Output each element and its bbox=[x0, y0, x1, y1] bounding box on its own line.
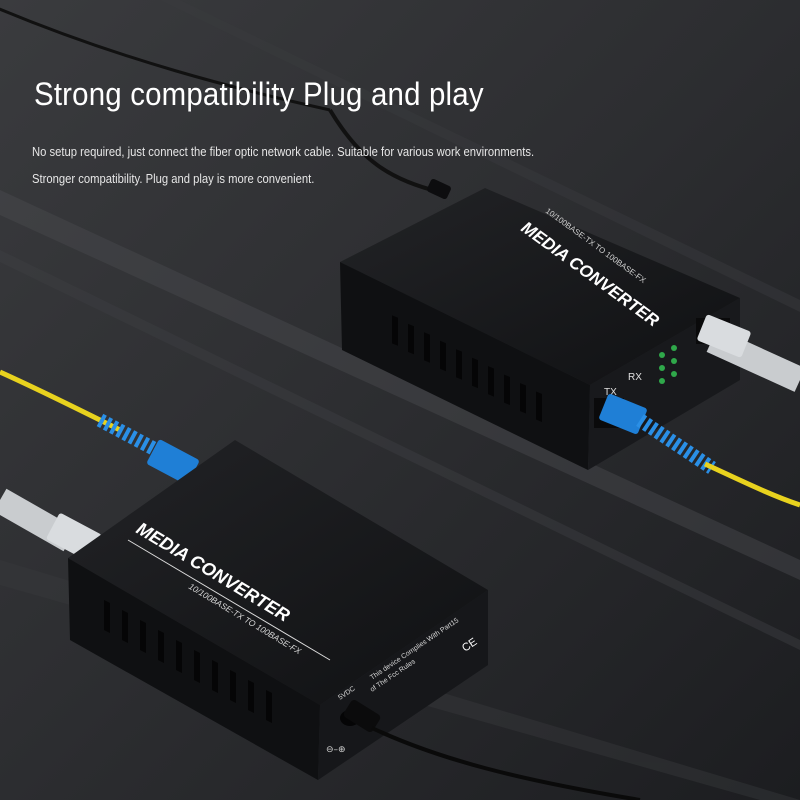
front-vents bbox=[104, 600, 272, 723]
back-rx-label: RX bbox=[628, 372, 642, 383]
back-fiber-cable bbox=[703, 461, 800, 508]
front-sc-boot bbox=[96, 413, 164, 459]
media-converter-front: MEDIA CONVERTER 10/100BASE-TX TO 100BASE… bbox=[68, 440, 641, 800]
front-power-plug bbox=[343, 700, 381, 732]
front-label-underline bbox=[127, 539, 331, 661]
description-line-1: No setup required, just connect the fibe… bbox=[32, 145, 535, 159]
back-tx-label: TX bbox=[604, 387, 617, 398]
media-converter-back: MEDIA CONVERTER 10/100BASE-TX TO 100BASE… bbox=[328, 108, 800, 508]
background-wire bbox=[0, 7, 331, 112]
headline: Strong compatibility Plug and play bbox=[34, 76, 484, 112]
description-line-2: Stronger compatibility. Plug and play is… bbox=[32, 172, 315, 186]
back-power-cable bbox=[328, 108, 441, 194]
back-sc-boot bbox=[636, 414, 716, 474]
back-status-leds bbox=[659, 345, 677, 384]
front-power-icon: ⊖–⊕ bbox=[326, 745, 346, 755]
back-ethernet-plug bbox=[697, 314, 751, 358]
front-sc-connector bbox=[147, 439, 199, 485]
back-sc-connector bbox=[599, 394, 647, 434]
front-power-cable bbox=[371, 726, 641, 800]
back-power-plug bbox=[427, 178, 451, 200]
